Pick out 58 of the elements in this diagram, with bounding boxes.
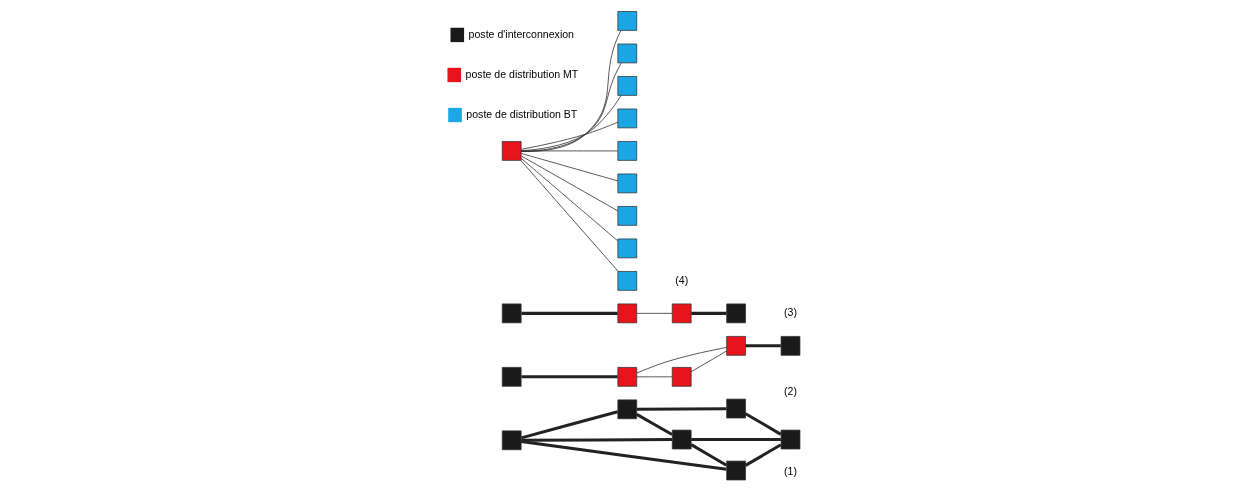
connector xyxy=(520,410,618,440)
node-box xyxy=(501,430,521,451)
connector xyxy=(520,311,618,315)
connector xyxy=(520,30,621,152)
connector xyxy=(744,443,782,467)
node-box xyxy=(617,271,637,291)
legend-label: poste de distribution BT xyxy=(465,107,577,120)
connector xyxy=(690,350,727,373)
node-box xyxy=(617,141,637,161)
node-box xyxy=(617,367,637,387)
node-box xyxy=(725,460,746,481)
connector xyxy=(520,121,618,150)
label: (2) xyxy=(783,384,797,397)
connector xyxy=(520,158,618,242)
connector xyxy=(520,438,672,442)
connector xyxy=(635,413,673,436)
node-box xyxy=(617,108,637,129)
label: (4) xyxy=(674,273,688,286)
node-box xyxy=(617,43,637,64)
connector xyxy=(520,153,618,182)
connector xyxy=(520,95,621,152)
node-box xyxy=(780,336,800,356)
node-box xyxy=(671,367,692,387)
node-box xyxy=(617,303,637,324)
label: (1) xyxy=(783,464,797,477)
connector xyxy=(689,443,727,467)
node-box xyxy=(671,303,692,324)
connector xyxy=(635,347,727,374)
node-box xyxy=(617,238,637,259)
node-box xyxy=(617,399,637,420)
node-box xyxy=(617,11,637,31)
node-box xyxy=(780,429,800,450)
node-box xyxy=(501,141,521,161)
connector xyxy=(690,438,781,442)
legend-label: poste d'interconnexion xyxy=(468,27,574,40)
node-box xyxy=(501,303,521,324)
connector xyxy=(744,412,782,436)
connector xyxy=(520,155,618,212)
node-box xyxy=(671,429,692,450)
node-box xyxy=(617,206,637,226)
legend-label: poste de distribution MT xyxy=(465,67,578,80)
connector xyxy=(520,150,618,152)
connector xyxy=(520,62,622,152)
node-box xyxy=(725,303,746,324)
connector xyxy=(519,160,618,272)
connector xyxy=(520,440,727,471)
node-box xyxy=(501,367,521,387)
label: (3) xyxy=(783,306,797,319)
connector xyxy=(635,376,672,378)
node-box xyxy=(725,398,746,419)
node-box xyxy=(725,336,746,356)
connector xyxy=(636,407,726,411)
node-box xyxy=(617,173,637,194)
connector xyxy=(635,313,672,314)
connector xyxy=(520,375,618,379)
node-box xyxy=(617,76,637,96)
connector xyxy=(745,344,781,348)
connector xyxy=(690,311,726,315)
